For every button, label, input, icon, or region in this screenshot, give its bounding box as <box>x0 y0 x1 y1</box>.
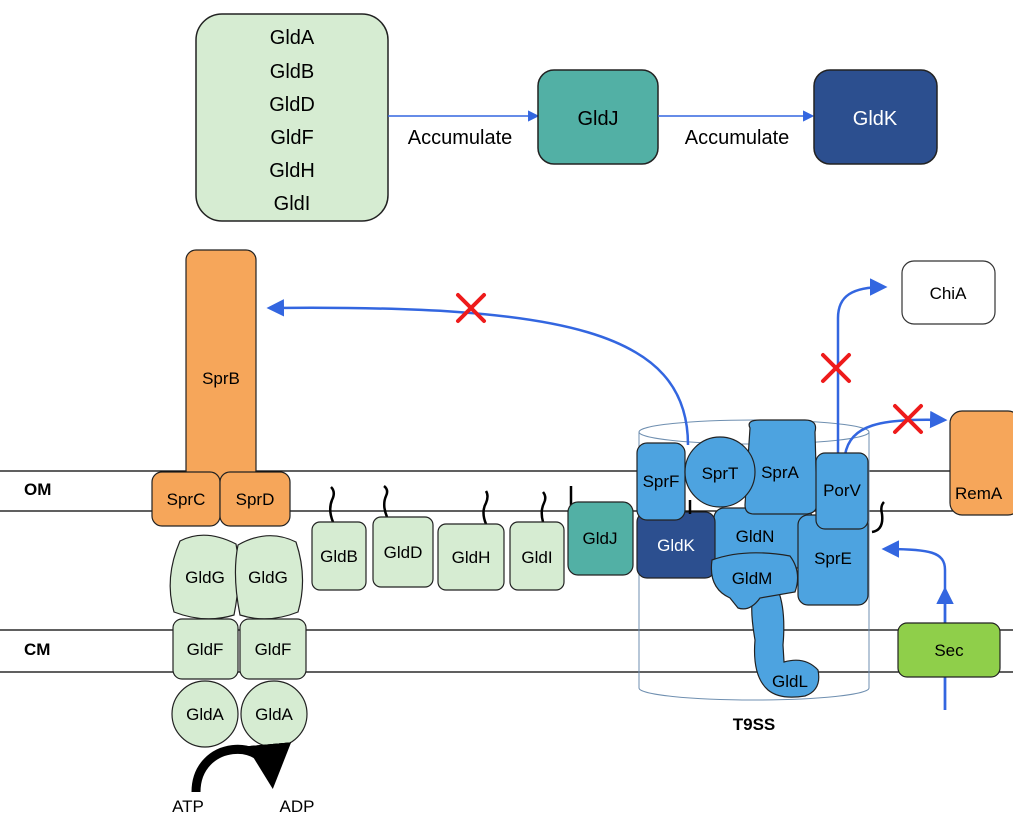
gldK-pathway-label: GldK <box>853 108 898 130</box>
early-group-item-gldA: GldA <box>270 27 315 49</box>
accumulate-label-1: Accumulate <box>408 127 513 149</box>
sec-label: Sec <box>934 641 964 660</box>
porV-lipid-tail <box>871 501 885 534</box>
gldK-label: GldK <box>657 536 695 555</box>
blocked-marks <box>456 293 923 434</box>
early-gld-group-box <box>195 13 389 222</box>
gldB-label: GldB <box>320 547 358 566</box>
gldA-left-circle <box>171 680 239 748</box>
gldI-lipid-tail <box>540 491 547 523</box>
gldJ-box <box>567 501 634 576</box>
gldA-left-label: GldA <box>186 705 224 724</box>
gldM-label: GldM <box>732 569 773 588</box>
om-label: OM <box>24 480 51 499</box>
sprT-label: SprT <box>702 464 739 483</box>
gldJ-pathway-box <box>537 69 659 165</box>
gldD-lipid-tail <box>383 485 389 518</box>
gldB-box <box>311 521 367 591</box>
gldG-left-label: GldG <box>185 568 225 587</box>
early-group-item-gldI: GldI <box>274 193 311 215</box>
early-group-item-gldF: GldF <box>270 127 313 149</box>
t9ss-components: GldL GldN GldK GldM SprE SprF SprA SprT … <box>636 419 885 698</box>
gldA-right-label: GldA <box>255 705 293 724</box>
remA-box <box>949 410 1013 516</box>
sprD-label: SprD <box>236 490 275 509</box>
sprA-label: SprA <box>761 463 799 482</box>
gldL-label: GldL <box>772 672 808 691</box>
gldF-right-box <box>239 618 307 680</box>
gldG-right-shape <box>234 535 304 620</box>
t9ss-label: T9SS <box>733 715 776 734</box>
sprF-box <box>636 442 686 521</box>
early-group-item-gldH: GldH <box>269 160 315 182</box>
blocked-cross-sprB <box>456 293 486 323</box>
lipoproteins: GldB GldD GldH GldI GldJ <box>311 485 634 591</box>
sprB-secretion-arrow <box>266 299 690 446</box>
early-group-item-gldB: GldB <box>270 61 314 83</box>
gldH-label: GldH <box>452 548 491 567</box>
sprD-box <box>219 471 291 527</box>
cm-label: CM <box>24 640 50 659</box>
gldF-left-box <box>172 618 239 680</box>
gldB-lipid-tail <box>329 486 335 523</box>
adp-label: ADP <box>280 797 315 816</box>
sprF-label: SprF <box>643 472 680 491</box>
atp-hydrolysis-arrow <box>191 742 292 793</box>
assembly-pathway: GldA GldB GldD GldF GldH GldI Accumulate… <box>195 13 938 222</box>
gldJ-label: GldJ <box>583 529 618 548</box>
gldG-right-label: GldG <box>248 568 288 587</box>
early-group-item-gldD: GldD <box>269 94 315 116</box>
gldJ-pathway-label: GldJ <box>577 108 618 130</box>
gldF-right-label: GldF <box>255 640 292 659</box>
gldI-label: GldI <box>521 548 552 567</box>
atp-label: ATP <box>172 797 204 816</box>
gldH-lipid-tail <box>482 490 489 525</box>
adhesin-complex: SprB SprC SprD GldG GldG GldF GldF GldA … <box>151 249 315 816</box>
chiA-box <box>901 260 996 325</box>
remA-label: RemA <box>955 484 1003 503</box>
blocked-cross-chiA <box>821 353 851 383</box>
chiA-label: ChiA <box>930 284 968 303</box>
gldD-label: GldD <box>384 543 423 562</box>
sprB-label: SprB <box>202 369 240 388</box>
gldD-box <box>372 516 434 588</box>
sec-box <box>897 622 1001 678</box>
gldN-label: GldN <box>736 527 775 546</box>
sprC-label: SprC <box>167 490 206 509</box>
remA-secretion-arrow <box>843 410 948 456</box>
sec-to-t9ss-arrow <box>881 540 947 710</box>
porV-box <box>815 452 869 530</box>
gldH-box <box>437 523 505 591</box>
sprT-circle <box>684 436 756 508</box>
chiA-secretion-arrow <box>836 278 888 455</box>
gldG-left-shape <box>169 534 240 620</box>
gldK-pathway-box <box>813 69 938 165</box>
gldI-box <box>509 521 565 591</box>
sprB-box <box>185 249 257 481</box>
porV-label: PorV <box>823 481 861 500</box>
gldF-left-label: GldF <box>187 640 224 659</box>
accumulate-label-2: Accumulate <box>685 127 790 149</box>
blocked-cross-remA <box>893 404 923 434</box>
gldM-shape <box>710 552 799 610</box>
sprE-label: SprE <box>814 549 852 568</box>
